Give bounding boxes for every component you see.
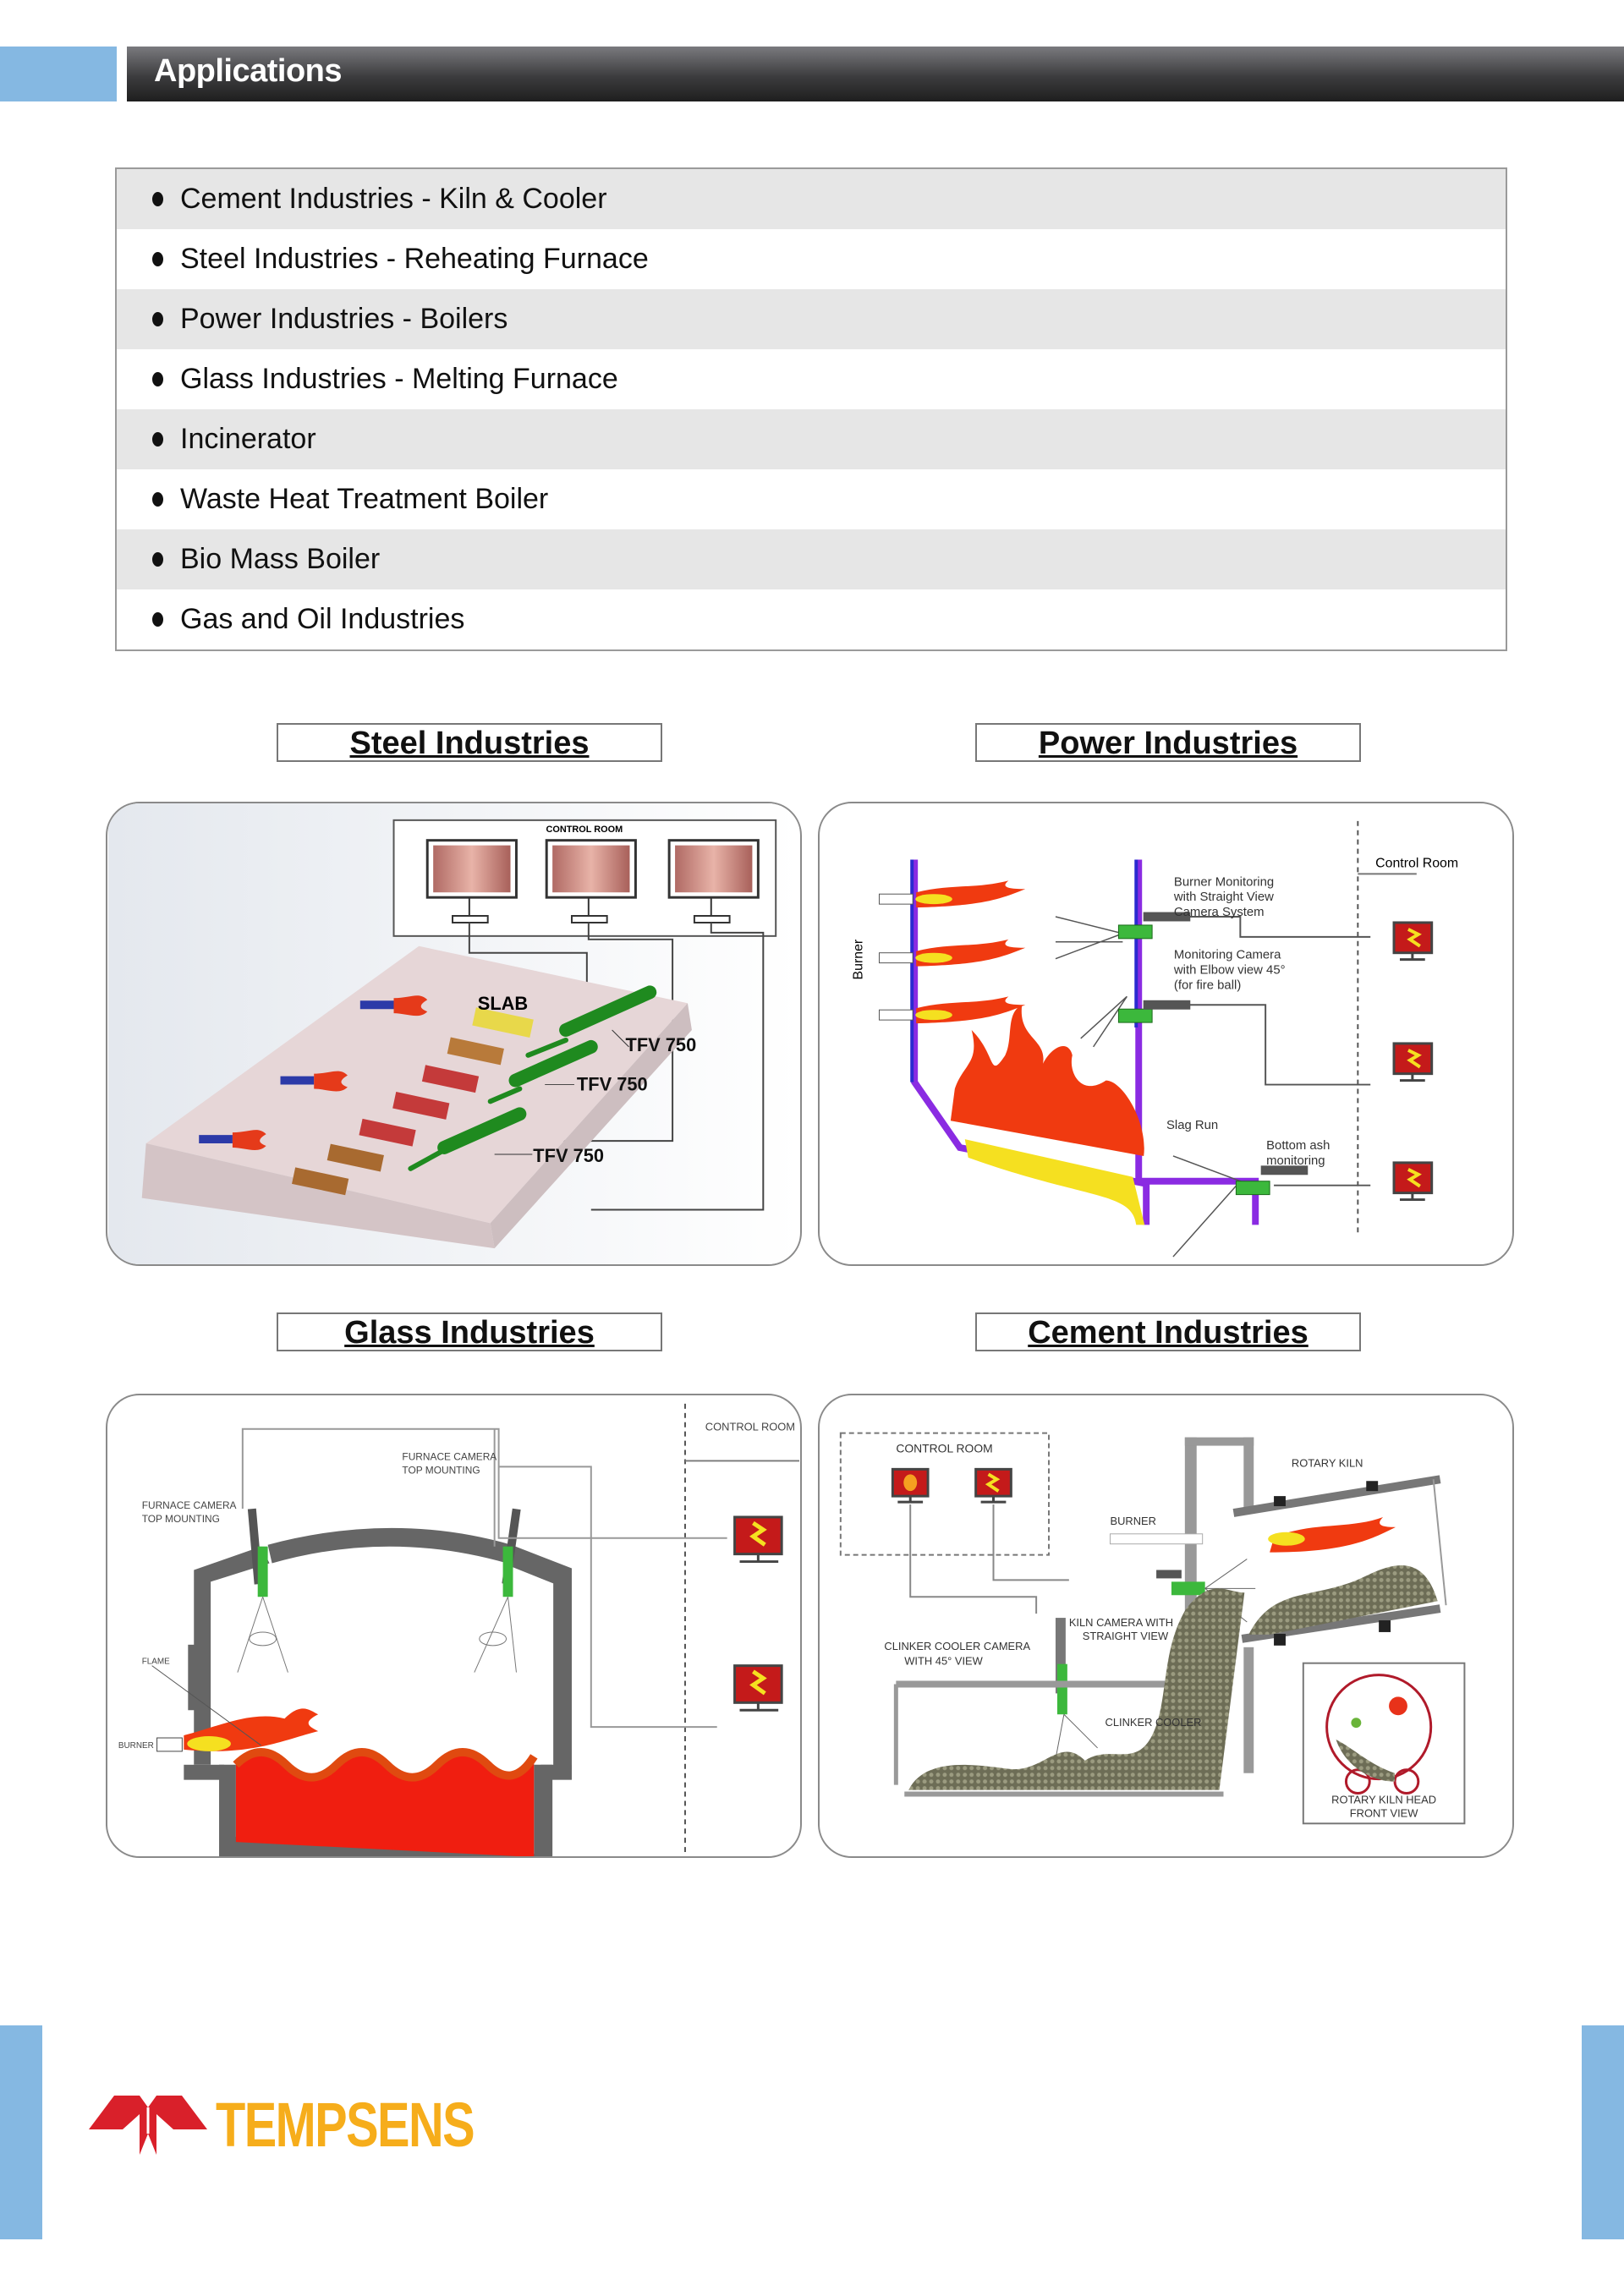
svg-text:CONTROL ROOM: CONTROL ROOM [546, 825, 623, 835]
kiln-head-inset [1302, 1662, 1466, 1825]
list-item: Glass Industries - Melting Furnace [117, 349, 1506, 409]
kiln-head-label: ROTARY KILN HEAD [1331, 1793, 1436, 1806]
camera-label-left: FURNACE CAMERA [142, 1499, 237, 1511]
header-accent [0, 47, 117, 101]
cameras [1051, 1559, 1256, 1782]
list-item-label: Gas and Oil Industries [180, 603, 465, 635]
cement-diagram: CONTROL ROOM ROTARY KILN BURNER KILN CAM… [818, 1394, 1514, 1858]
monitor-icons [1392, 921, 1434, 1202]
list-item-label: Bio Mass Boiler [180, 543, 381, 575]
bullet-icon [152, 432, 163, 447]
bullet-icon [152, 192, 163, 206]
list-item-label: Power Industries - Boilers [180, 303, 508, 335]
clinker-cooler-label: CLINKER COOLER [1106, 1716, 1202, 1729]
monitor-icon [545, 839, 637, 923]
camera-label-right: FURNACE CAMERA [402, 1450, 497, 1462]
control-room-label: CONTROL ROOM [705, 1421, 795, 1433]
burner-label: BURNER [118, 1741, 154, 1751]
list-item: Gas and Oil Industries [117, 589, 1506, 649]
section-header: Applications [127, 47, 1624, 101]
list-item: Bio Mass Boiler [117, 529, 1506, 589]
power-title: Power Industries [975, 723, 1361, 762]
bullet-icon [152, 552, 163, 567]
monitor-icon [425, 839, 518, 923]
glass-title: Glass Industries [277, 1312, 662, 1351]
slab-label: SLAB [478, 993, 528, 1014]
footer-accent-left [0, 2025, 42, 2239]
monitor-icons [891, 1467, 1012, 1504]
cement-title: Cement Industries [975, 1312, 1361, 1351]
list-item: Waste Heat Treatment Boiler [117, 469, 1506, 529]
list-item-label: Waste Heat Treatment Boiler [180, 483, 549, 515]
list-item-label: Incinerator [180, 423, 316, 455]
slag-run-label: Slag Run [1166, 1119, 1218, 1132]
burner-label: Burner [852, 939, 866, 979]
footer-accent-right [1582, 2025, 1624, 2239]
bullet-icon [152, 612, 163, 627]
flame-label: FLAME [142, 1658, 170, 1667]
list-item-label: Glass Industries - Melting Furnace [180, 363, 618, 395]
rotary-kiln-label: ROTARY KILN [1292, 1456, 1363, 1469]
list-item: Cement Industries - Kiln & Cooler [117, 169, 1506, 229]
burner-flame [156, 1708, 319, 1752]
bullet-icon [152, 492, 163, 507]
list-item-label: Steel Industries - Reheating Furnace [180, 243, 649, 275]
furnace-slab-box [141, 945, 692, 1249]
logo-text: TEMPSENS [216, 2090, 475, 2160]
fireball [950, 1005, 1145, 1225]
applications-list: Cement Industries - Kiln & Cooler Steel … [115, 167, 1507, 651]
slabs [292, 1007, 534, 1196]
cameras [1055, 912, 1371, 1258]
clinker-cooler [893, 1588, 1245, 1797]
bullet-icon [152, 312, 163, 326]
cables [909, 1504, 1069, 1614]
monitor-icons [733, 1515, 783, 1712]
steel-title: Steel Industries [277, 723, 662, 762]
rotary-kiln [1232, 1475, 1447, 1646]
burner-flames [878, 880, 1026, 1024]
furnace-cameras [237, 1508, 521, 1673]
kiln-burner [1109, 1516, 1396, 1553]
camera-label: TFV 750 [533, 1145, 604, 1166]
kiln-camera-label: KILN CAMERA WITH [1069, 1616, 1173, 1629]
burner-icons [199, 995, 428, 1151]
logo-mark-icon [89, 2095, 207, 2155]
clinker-camera-label: CLINKER COOLER CAMERA [884, 1640, 1030, 1652]
control-room-label: Control Room [1375, 856, 1458, 870]
list-item: Power Industries - Boilers [117, 289, 1506, 349]
camera-label: TFV 750 [577, 1074, 648, 1095]
bullet-icon [152, 252, 163, 266]
tempsens-logo: TEMPSENS [89, 2089, 546, 2161]
camera-label: TFV 750 [626, 1034, 697, 1055]
steel-diagram: CONTROL ROOM SLAB TFV 750 TFV 750 TFV 75… [106, 802, 802, 1266]
bullet-icon [152, 372, 163, 386]
camera-icons [408, 985, 657, 1171]
list-item: Incinerator [117, 409, 1506, 469]
control-room-box: CONTROL ROOM [392, 819, 777, 937]
control-room-label: CONTROL ROOM [896, 1442, 992, 1455]
page-title: Applications [154, 53, 343, 89]
monitor-icon [667, 839, 760, 923]
cables [241, 1427, 727, 1729]
list-item-label: Cement Industries - Kiln & Cooler [180, 183, 607, 215]
list-item: Steel Industries - Reheating Furnace [117, 229, 1506, 289]
burner-label: BURNER [1110, 1515, 1155, 1527]
